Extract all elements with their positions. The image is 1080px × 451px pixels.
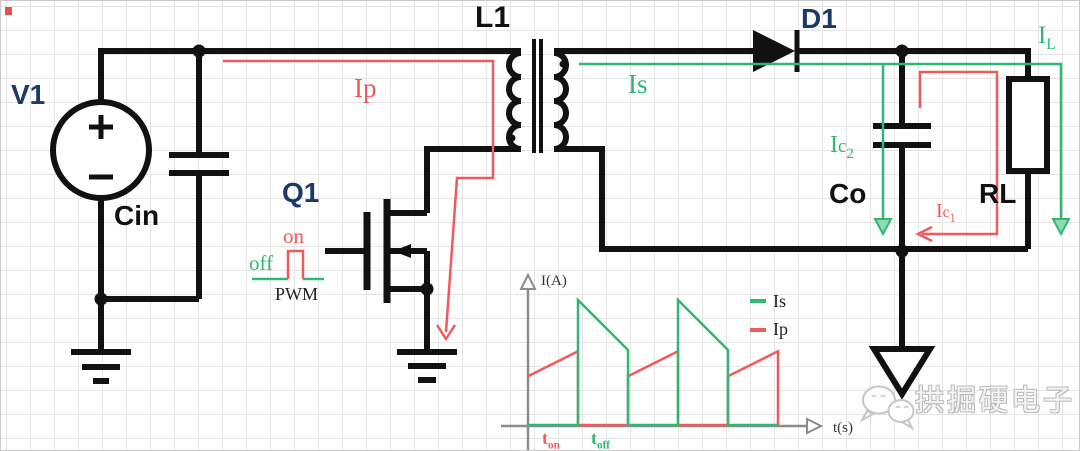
wechat-bubble-large [862,385,896,415]
corner-artifact [5,7,12,15]
chart-toff-label: toff [591,428,611,451]
component-label-l1: L1 [475,1,511,34]
ground-symbol-mosfet [397,349,457,383]
wire-top-left [98,48,521,101]
transformer-primary-winding [506,50,522,152]
plus-sign [89,115,113,139]
wire-secondary-bottom [554,146,1028,252]
q1-drain-lead [387,149,430,216]
q1-source-junction-dot [420,282,434,296]
co-capacitor-plates [873,123,931,148]
red-current-paths [223,59,999,342]
component-label-q1: Q1 [282,177,320,208]
il-arrowhead [1051,218,1071,237]
inset-chart [501,272,824,450]
wechat-bubble-eyes [871,394,909,409]
wire-diode-to-rl [795,48,1031,79]
green-current-paths [252,62,1063,281]
ic1-arrowhead [915,225,933,243]
component-label-d1: D1 [801,3,837,34]
ic1-current-path [918,70,999,236]
legend-ip-label: Ip [773,319,788,339]
chart-y-axis-label: I(A) [541,273,567,289]
output-ground-arrow [868,346,936,400]
pwm-on-label: on [283,224,304,248]
node-dot-output-top [895,44,909,58]
current-label-ic2: Ic2 [830,132,854,162]
mosfet-q1 [325,149,457,383]
rl-resistor-body [1006,76,1050,174]
q1-body-arrow [393,244,411,258]
cin-capacitor-plates [169,152,229,176]
transformer-secondary-winding [553,50,569,152]
chart-x-axis-label: t(s) [833,420,853,436]
ground-symbol-left [71,349,131,384]
pwm-label: PWM [275,284,319,304]
chart-ton-label: ton [542,428,560,451]
node-dot-input-bottom [94,292,108,306]
diode-d1-triangle [753,30,795,72]
wechat-bubble-small [887,399,915,423]
pwm-pulse-high [286,249,305,279]
component-label-co: Co [829,178,867,209]
chart-ip-waveform [527,349,780,427]
node-dot-output-bottom [895,244,909,258]
wechat-bubble-large-tail [859,409,876,423]
component-label-rl: RL [979,178,1017,209]
legend-is-label: Is [773,291,786,311]
watermark-text: 拱掘硬电子 [915,385,1076,417]
secondary-polarity-dot [559,60,567,68]
node-dot-input-top [192,44,206,58]
current-label-ic1: Ic1 [936,200,956,225]
component-label-cin: Cin [114,200,160,231]
wechat-icon [859,385,915,431]
current-label-is: Is [628,69,648,99]
wechat-bubble-small-tail [899,418,915,431]
primary-polarity-dot [508,134,516,142]
q1-source-body-leads [387,248,430,349]
v1-source-circle [50,99,152,201]
wire-primary-to-drain [424,146,521,213]
current-label-ip: Ip [354,73,377,103]
ip-current-path [223,59,495,333]
is-current-path [579,62,1063,218]
chart-x-axis-arrow [806,417,824,435]
ip-arrowhead [435,324,457,342]
transformer-core [532,39,543,153]
chart-is-waveform [528,296,778,427]
ic2-arrowhead [873,218,893,237]
chart-y-axis-arrow [519,272,537,290]
pwm-off-label: off [249,251,274,275]
component-label-v1: V1 [11,79,46,110]
current-label-il: IL [1038,22,1056,53]
